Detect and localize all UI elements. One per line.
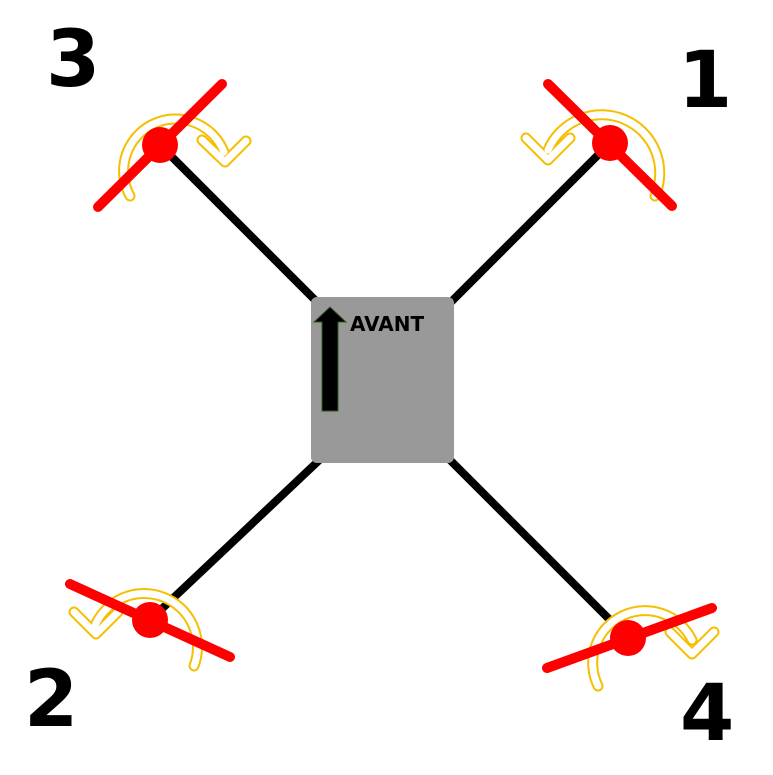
rotation-arrow-3-clockwise-icon xyxy=(118,113,252,202)
arm-4 xyxy=(437,447,631,641)
motor-1 xyxy=(592,125,628,161)
front-arrow-icon xyxy=(312,306,348,412)
arm-1 xyxy=(437,140,613,316)
front-label: AVANT xyxy=(350,312,424,336)
motor-label-2: 2 xyxy=(24,655,78,745)
motor-label-4: 4 xyxy=(680,669,734,759)
arm-3 xyxy=(157,142,333,318)
motor-2 xyxy=(132,602,168,638)
motor-3 xyxy=(142,127,178,163)
arm-2 xyxy=(147,447,333,623)
rotation-arrow-1-counterclockwise-icon xyxy=(520,109,666,202)
motor-4 xyxy=(610,620,646,656)
drone-body xyxy=(311,297,454,463)
motor-label-3: 3 xyxy=(46,15,100,105)
motor-label-1: 1 xyxy=(678,36,732,126)
frame-arms xyxy=(147,140,631,641)
